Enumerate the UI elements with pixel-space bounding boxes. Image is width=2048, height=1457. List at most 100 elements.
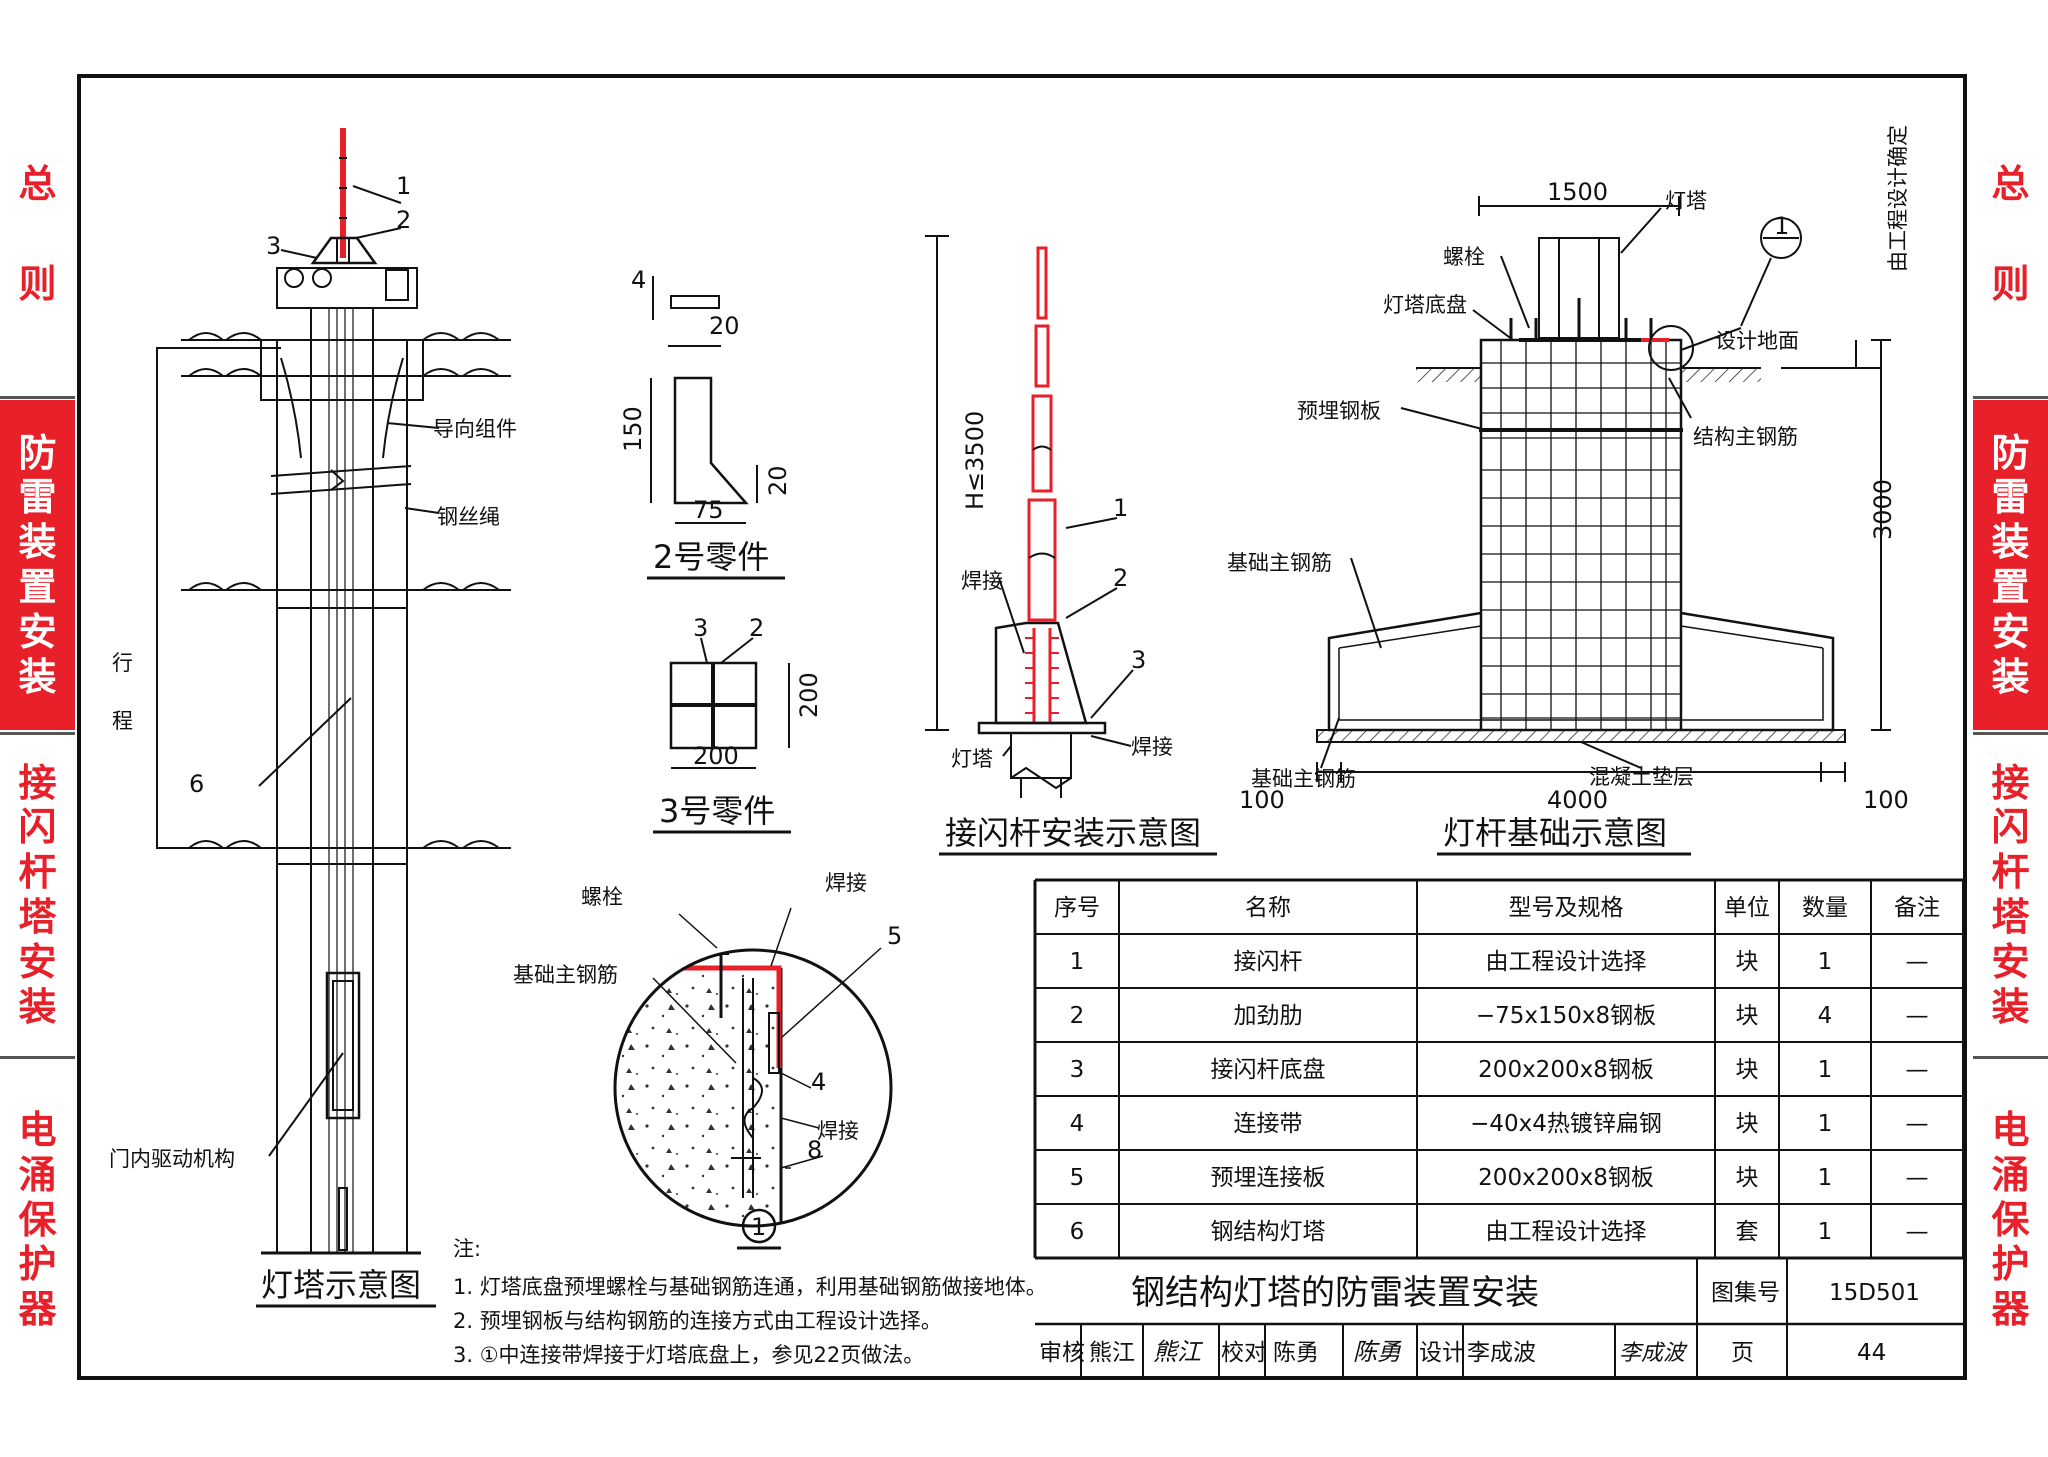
tower-guide-label: 导向组件	[433, 417, 517, 441]
table-cell: —	[1906, 1057, 1929, 1083]
part2-dim-height: 150	[619, 406, 647, 452]
table-cell: −75x150x8钢板	[1476, 1003, 1656, 1029]
found-by-design-label: 由工程设计确定	[1886, 125, 1910, 272]
side-tab-left-2[interactable]: 接闪杆塔安装	[0, 736, 75, 1054]
table-cell: 200x200x8钢板	[1478, 1165, 1654, 1191]
rod-tower-label: 灯塔	[951, 747, 993, 771]
part3-caption: 3号零件	[659, 792, 775, 830]
rod-weld2-label: 焊接	[1131, 735, 1173, 759]
note-2: 2. 预埋钢板与结构钢筋的连接方式由工程设计选择。	[453, 1309, 942, 1333]
found-depth: 3000	[1869, 479, 1897, 540]
part2-labels: 4 20 150 20 75 2号零件	[619, 266, 792, 580]
tower-labels: 1 2 3 6 导向组件 钢丝绳 行 程 门内驱动机构 灯塔示意图	[109, 172, 517, 1308]
foundation-caption: 灯杆基础示意图	[1443, 814, 1667, 852]
note-1: 1. 灯塔底盘预埋螺栓与基础钢筋连通，利用基础钢筋做接地体。	[453, 1275, 1047, 1299]
part2-dim-top: 20	[709, 312, 740, 340]
atlas-label: 图集号	[1711, 1280, 1780, 1306]
part3-dim-height: 200	[795, 672, 823, 718]
drawing-title: 钢结构灯塔的防雷装置安装	[1131, 1273, 1539, 1313]
found-embedded-plate-label: 预埋钢板	[1297, 399, 1381, 423]
rod-callout-2: 2	[1113, 564, 1128, 592]
table-cell: 6	[1070, 1219, 1085, 1245]
part2-dim-thickness: 4	[631, 266, 646, 294]
side-tab-right-1[interactable]: 防雷装置安装	[1973, 400, 2048, 730]
tower-callout-1: 1	[396, 172, 411, 200]
side-tab-right-2[interactable]: 接闪杆塔安装	[1973, 736, 2048, 1054]
checker-name: 陈勇	[1273, 1340, 1319, 1366]
table-cell: −40x4热镀锌扁钢	[1470, 1111, 1662, 1137]
part3-diagram	[669, 637, 790, 769]
table-cell: 块	[1736, 949, 1759, 975]
side-tab-right-0[interactable]: 总则	[1973, 74, 2048, 394]
found-concrete-label: 混凝土垫层	[1589, 765, 1694, 789]
detail-weld-bottom-label: 焊接	[817, 1119, 859, 1143]
table-cell: 钢结构灯塔	[1211, 1219, 1326, 1245]
part2-dim-side: 20	[764, 465, 792, 496]
table-cell: 2	[1070, 1003, 1085, 1029]
foundation-labels: 1500 灯塔 螺栓 灯塔底盘 设计地面 由工程设计确定 预埋钢板 结构主钢筋 …	[1227, 125, 1910, 856]
table-header-cell: 名称	[1245, 895, 1291, 921]
tower-callout-6: 6	[189, 770, 204, 798]
table-cell: 1	[1818, 949, 1833, 975]
part3-callout-3: 3	[693, 614, 708, 642]
rod-height: H≤3500	[961, 411, 989, 510]
table-cell: 4	[1070, 1111, 1085, 1137]
reviewer-signature: 熊江	[1153, 1338, 1204, 1366]
table-cell: —	[1906, 1003, 1929, 1029]
table-cell: 接闪杆	[1234, 949, 1303, 975]
table-header-cell: 序号	[1054, 895, 1100, 921]
detail-callout-4: 4	[811, 1068, 826, 1096]
detail-callout-5: 5	[887, 922, 902, 950]
found-design-ground-label: 设计地面	[1715, 329, 1799, 353]
found-found-rebar-label: 基础主钢筋	[1227, 551, 1332, 575]
rod-callout-1: 1	[1113, 494, 1128, 522]
designer-name: 李成波	[1467, 1340, 1536, 1366]
table-cell: 由工程设计选择	[1486, 1219, 1647, 1245]
table-cell: —	[1906, 1165, 1929, 1191]
found-base-plate-label: 灯塔底盘	[1383, 293, 1467, 317]
side-tab-left-1[interactable]: 防雷装置安装	[0, 400, 75, 730]
part3-callout-2: 2	[749, 614, 764, 642]
table-cell: 套	[1736, 1219, 1759, 1245]
table-cell: —	[1906, 949, 1929, 975]
title-block-text: 钢结构灯塔的防雷装置安装 图集号 15D501 审核 熊江 熊江 校对 陈勇 陈…	[1039, 1273, 1920, 1366]
table-header-cell: 备注	[1894, 895, 1940, 921]
rod-weld-label: 焊接	[961, 569, 1003, 593]
detail-weld-top-label: 焊接	[825, 871, 867, 895]
side-tab-left-0[interactable]: 总则	[0, 74, 75, 394]
designer-signature: 李成波	[1619, 1341, 1688, 1366]
table-cell: 由工程设计选择	[1486, 949, 1647, 975]
detail-diagram	[613, 907, 893, 1250]
table-cell: 3	[1070, 1057, 1085, 1083]
table-cell: 接闪杆底盘	[1211, 1057, 1326, 1083]
detail-mark: 1	[751, 1213, 766, 1241]
detail-bolt-label: 螺栓	[581, 885, 623, 909]
check-label: 校对	[1221, 1340, 1267, 1366]
detail-callout-8: 8	[807, 1136, 822, 1164]
tower-drive-label: 门内驱动机构	[109, 1147, 235, 1171]
rod-diagram	[925, 235, 1134, 798]
part2-dim-base: 75	[693, 496, 724, 524]
notes-heading: 注:	[453, 1237, 481, 1261]
table-cell: 1	[1818, 1165, 1833, 1191]
found-found-rebar2-label: 基础主钢筋	[1251, 767, 1356, 791]
side-tab-right-3[interactable]: 电涌保护器	[1973, 1060, 2048, 1380]
table-header-cell: 单位	[1724, 895, 1770, 921]
side-tab-left-3[interactable]: 电涌保护器	[0, 1060, 75, 1380]
found-right-margin: 100	[1863, 786, 1909, 814]
part3-dim-width: 200	[693, 742, 739, 770]
atlas-number: 15D501	[1829, 1280, 1920, 1306]
page-label: 页	[1731, 1340, 1754, 1366]
tower-travel-label-2: 程	[112, 709, 133, 733]
checker-signature: 陈勇	[1353, 1338, 1402, 1366]
note-3: 3. ①中连接带焊接于灯塔底盘上，参见22页做法。	[453, 1343, 924, 1367]
design-label: 设计	[1419, 1340, 1465, 1366]
reviewer-name: 熊江	[1089, 1340, 1135, 1366]
found-detail-mark: 1	[1774, 212, 1789, 240]
table-cell: 连接带	[1234, 1111, 1303, 1137]
drawing-frame: 1 2 3 6 导向组件 钢丝绳 行 程 门内驱动机构 灯塔示意图 4 20 1…	[77, 74, 1967, 1380]
table-cell: 4	[1818, 1003, 1833, 1029]
found-tower-label: 灯塔	[1665, 189, 1707, 213]
table-cell: 块	[1736, 1003, 1759, 1029]
